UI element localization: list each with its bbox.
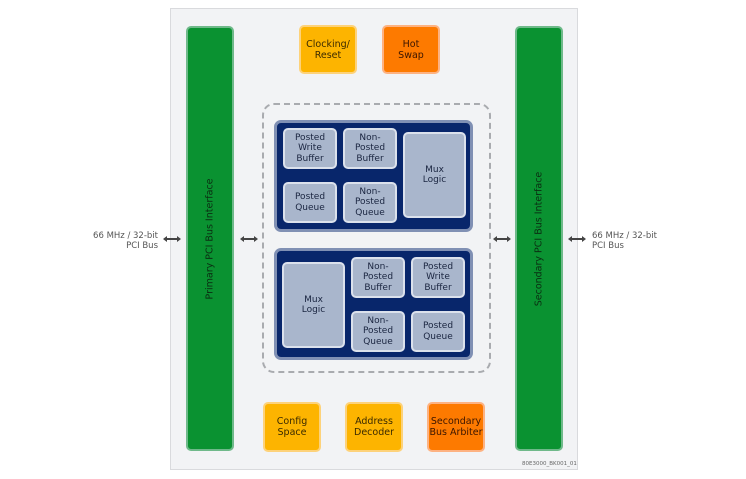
lower-non-posted-queue: Non- Posted Queue xyxy=(351,311,405,352)
lower-non-posted-buffer: Non- Posted Buffer xyxy=(351,257,405,298)
primary-fifo-arrow-icon xyxy=(240,236,258,242)
hot-swap-block: Hot Swap xyxy=(382,25,440,74)
right-bus-label: 66 MHz / 32-bit PCI Bus xyxy=(592,231,657,251)
upper-non-posted-queue: Non- Posted Queue xyxy=(343,182,397,223)
lower-posted-write-buffer: Posted Write Buffer xyxy=(411,257,465,298)
left-bus-label: 66 MHz / 32-bit PCI Bus xyxy=(93,231,158,251)
upper-posted-write-buffer: Posted Write Buffer xyxy=(283,128,337,169)
upper-non-posted-buffer: Non- Posted Buffer xyxy=(343,128,397,169)
address-decoder-block: Address Decoder xyxy=(345,402,403,452)
fifo-secondary-arrow-icon xyxy=(493,236,511,242)
lower-mux-logic: Mux Logic xyxy=(282,262,345,348)
secondary-pci-bus-interface: Secondary PCI Bus Interface xyxy=(515,26,563,451)
config-space-block: Config Space xyxy=(263,402,321,452)
primary-interface-label: Primary PCI Bus Interface xyxy=(204,178,216,299)
left-bus-arrow-icon xyxy=(163,236,181,242)
right-bus-arrow-icon xyxy=(568,236,586,242)
figure-id: 80E3000_BK001_01 xyxy=(522,461,577,467)
lower-posted-queue: Posted Queue xyxy=(411,311,465,352)
upper-mux-logic: Mux Logic xyxy=(403,132,466,218)
clocking-reset-block: Clocking/ Reset xyxy=(299,25,357,74)
primary-pci-bus-interface: Primary PCI Bus Interface xyxy=(186,26,234,451)
fifo-region xyxy=(262,103,491,373)
secondary-interface-label: Secondary PCI Bus Interface xyxy=(533,171,545,306)
upper-posted-queue: Posted Queue xyxy=(283,182,337,223)
secondary-bus-arbiter-block: Secondary Bus Arbiter xyxy=(427,402,485,452)
